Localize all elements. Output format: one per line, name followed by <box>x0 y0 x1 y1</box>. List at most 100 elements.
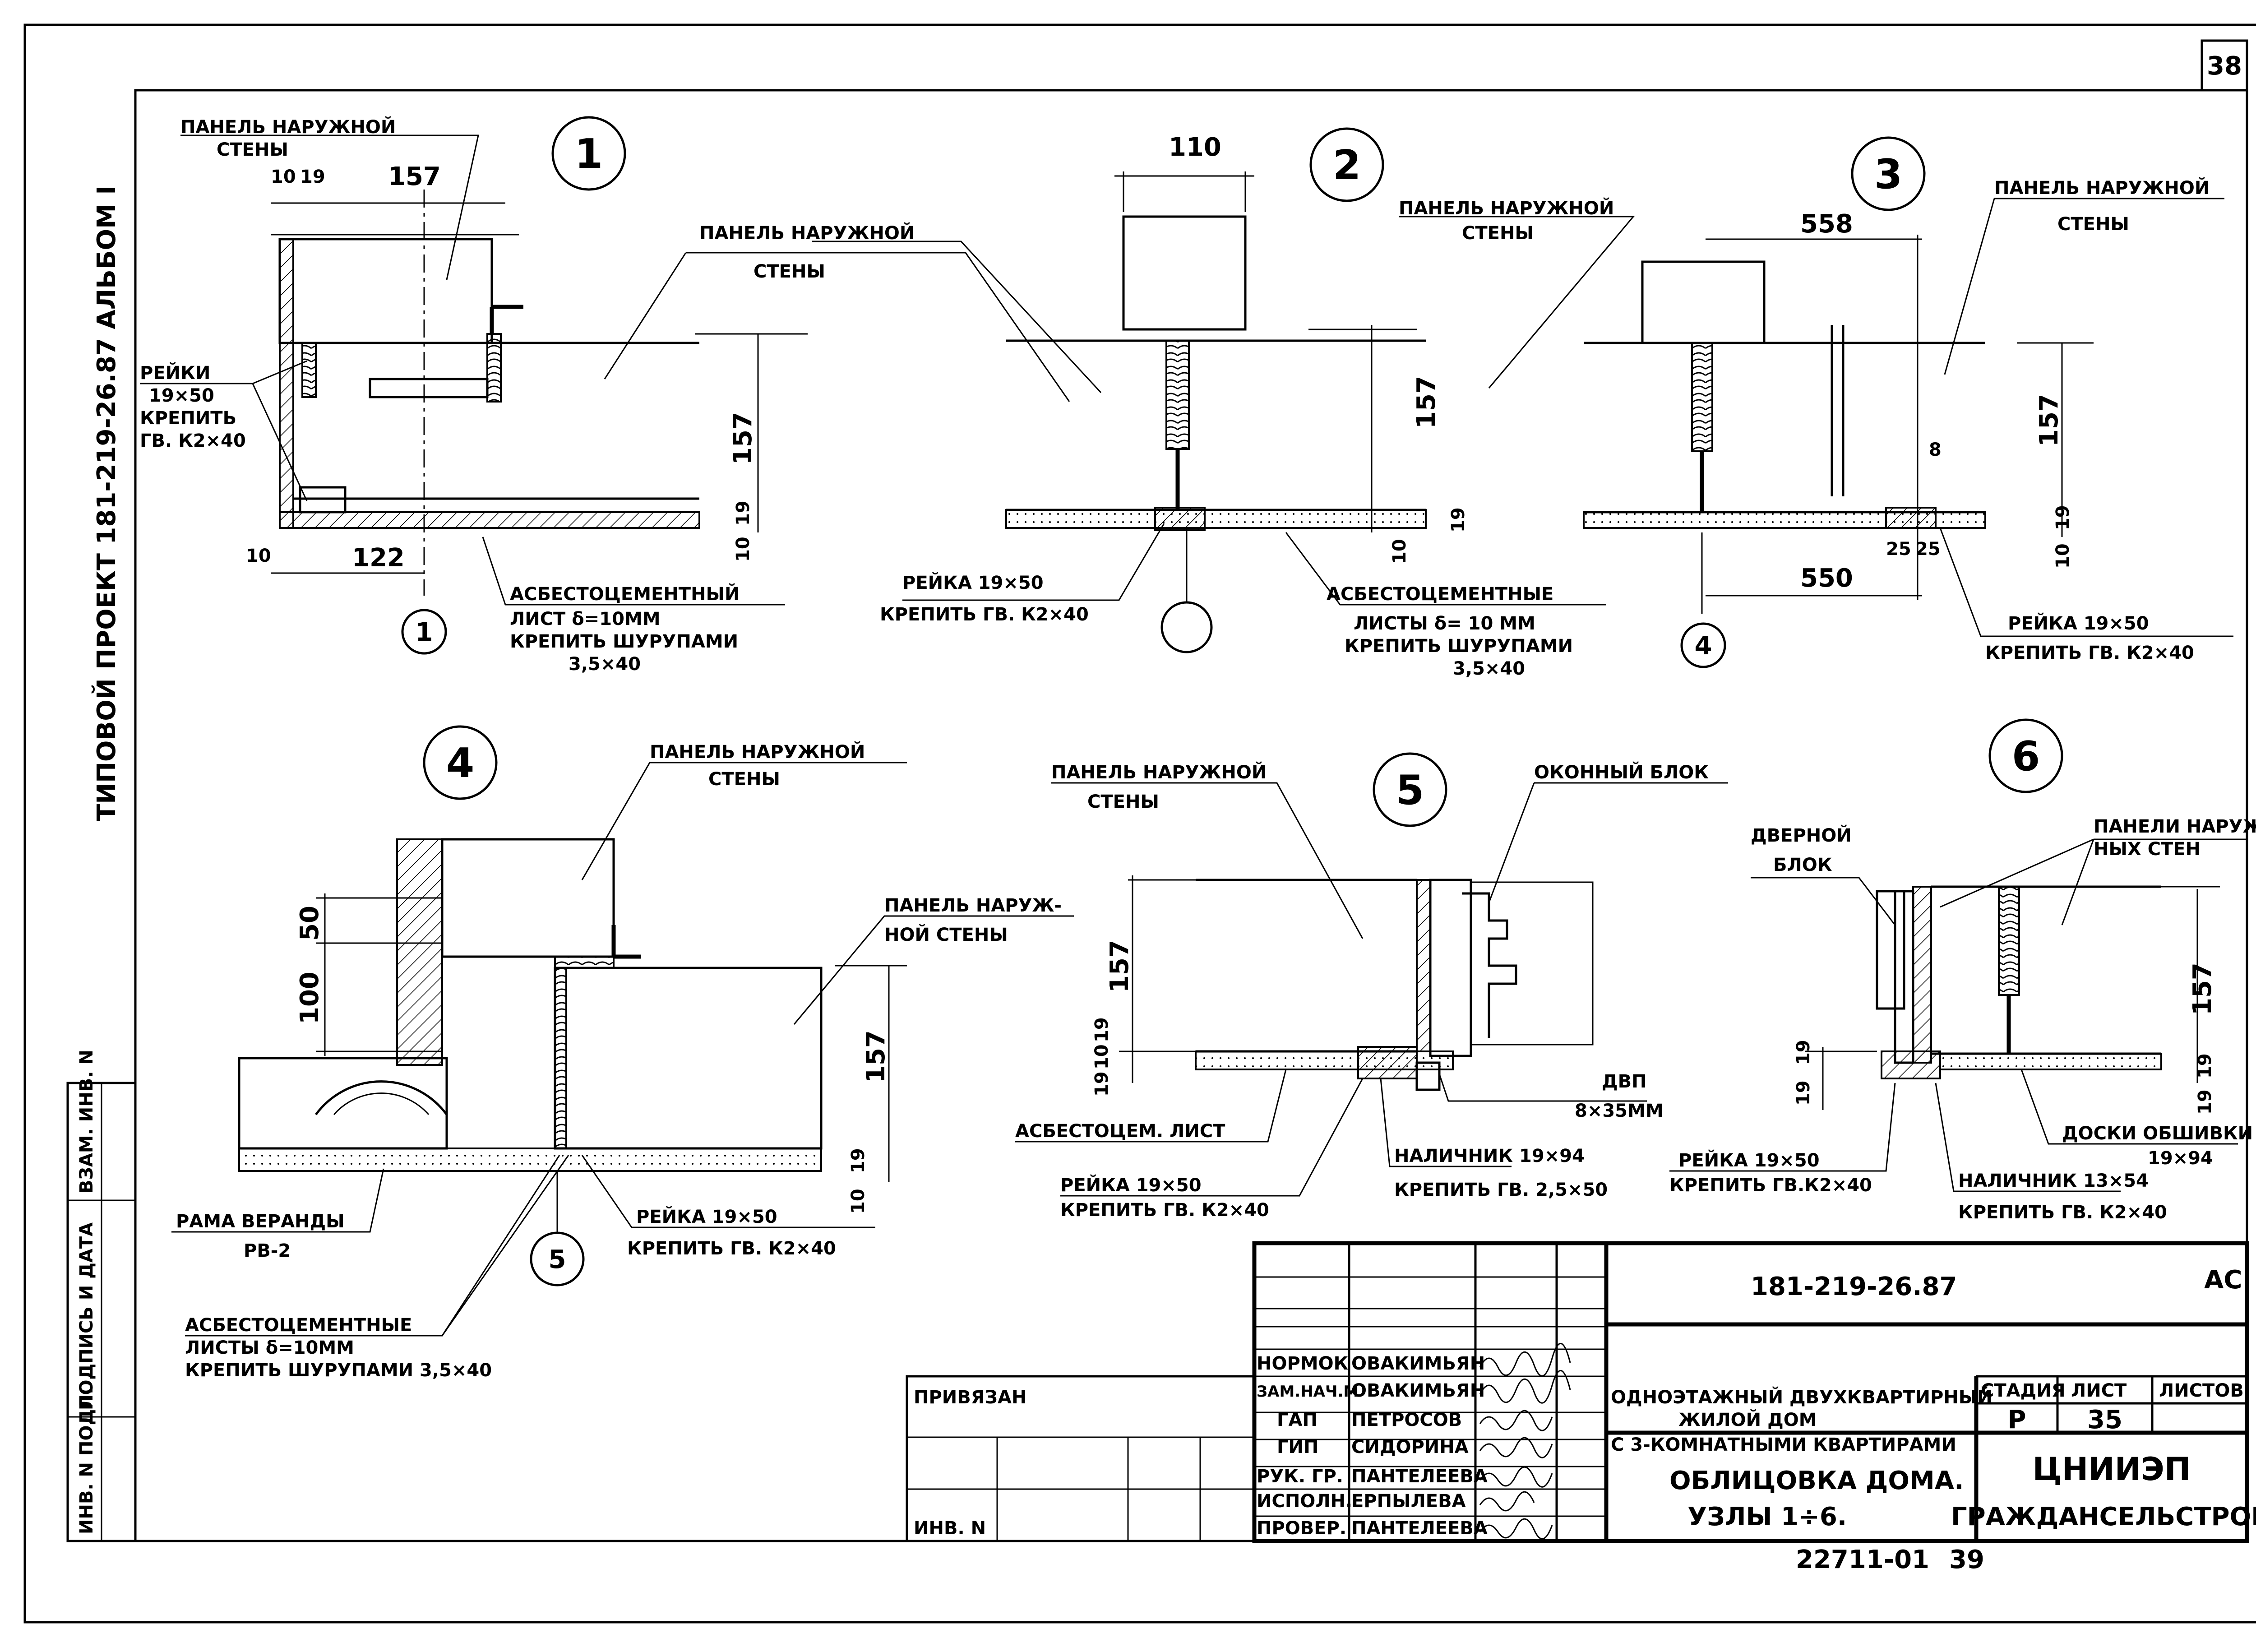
n4-label-panel-top-2: СТЕНЫ <box>708 769 780 790</box>
node-3: 3 558 157 8 10 19 25 25 550 4 ПАНЕЛЬ НАР… <box>1583 136 2233 668</box>
sheet-frame: 38 ИНВ. N ПОДЛ. ПОДПИСЬ И ДАТА ВЗАМ. ИНВ… <box>23 23 2256 1624</box>
node-4: 4 50 100 157 19 10 5 ПАНЕЛЬ НАРУЖНОЙ СТЕ… <box>171 725 1074 1381</box>
tb-stage: Р <box>2007 1405 2026 1435</box>
n3-label-panel-2: СТЕНЫ <box>2057 214 2129 235</box>
tb-sheet: 35 <box>2087 1405 2122 1435</box>
node-1: 1 10 19 157 157 19 10 10 122 1 <box>140 116 1070 675</box>
title-block: ПРИВЯЗАН ИНВ. N 181-219-26.87 АС НОРМОК … <box>906 1241 2256 1574</box>
n3-dim-550: 550 <box>1800 564 1853 593</box>
n6-label-batten-2: КРЕПИТЬ ГВ.К2×40 <box>1669 1175 1872 1196</box>
privyazan: ПРИВЯЗАН <box>914 1387 1026 1408</box>
n2-dim-19: 19 <box>1448 507 1469 532</box>
n6-label-panels-2: НЫХ СТЕН <box>2094 839 2201 860</box>
n2-dim-10: 10 <box>1389 539 1410 564</box>
n2-section-circle <box>1160 601 1213 653</box>
node-5: 5 157 19 10 19 ПАНЕЛЬ НАРУЖНОЙ СТЕНЫ ОКО… <box>1015 752 1728 1221</box>
sig-name-0: ОВАКИМЬЯН <box>1351 1353 1485 1374</box>
n3-label-panel-1: ПАНЕЛЬ НАРУЖНОЙ <box>1994 177 2210 199</box>
sig-role-2: ГАП <box>1277 1410 1318 1430</box>
n6-label-panels-1: ПАНЕЛИ НАРУЖ <box>2094 816 2256 837</box>
node-3-number: 3 <box>1874 151 1903 198</box>
tb-building-1: ОДНОЭТАЖНЫЙ ДВУХКВАРТИРНЫЙ <box>1611 1386 1992 1408</box>
n6-label-casing-2: КРЕПИТЬ ГВ. К2×40 <box>1958 1202 2167 1223</box>
n5-label-casing-2: КРЕПИТЬ ГВ. 2,5×50 <box>1394 1180 1608 1200</box>
tb-code-suffix: АС <box>2204 1265 2242 1295</box>
tb-stage-header: СТАДИЯ <box>1981 1380 2066 1401</box>
sig-name-5: ЕРПЫЛЕВА <box>1351 1491 1466 1512</box>
node-6-number: 6 <box>2012 733 2040 780</box>
n1-label-sheet-1: АСБЕСТОЦЕМЕНТНЫЙ <box>510 583 740 605</box>
n5-label-batten-2: КРЕПИТЬ ГВ. К2×40 <box>1060 1200 1269 1221</box>
n2-label-batten-2: КРЕПИТЬ ГВ. К2×40 <box>880 604 1089 625</box>
n4-label-frame-1: РАМА ВЕРАНДЫ <box>176 1211 345 1232</box>
n3-label-batten-2: КРЕПИТЬ ГВ. К2×40 <box>1985 643 2194 663</box>
node-6: 6 157 19 19 19 19 ДВЕРНОЙ БЛОК ПАНЕЛИ НА… <box>1669 718 2256 1223</box>
n5-label-dvp-1: ДВП <box>1602 1071 1647 1092</box>
n6-label-door-2: БЛОК <box>1773 855 1832 875</box>
n2-dim-110: 110 <box>1169 133 1221 162</box>
node-5-circle <box>1373 752 1447 827</box>
n1-label-panel-top-1: ПАНЕЛЬ НАРУЖНОЙ <box>180 116 396 138</box>
n1-dim-19: 19 <box>300 167 325 187</box>
n2-label-sheets-3: КРЕПИТЬ ШУРУПАМИ <box>1345 636 1573 657</box>
node-4-number: 4 <box>446 740 475 787</box>
n4-dim-19: 19 <box>848 1148 869 1173</box>
n2-label-panel-1: ПАНЕЛЬ НАРУЖНОЙ <box>1399 197 1614 219</box>
tb-archive: 22711-01 <box>1796 1545 1929 1574</box>
signature-scribbles <box>1479 1342 1571 1540</box>
n5-dim-19a: 19 <box>1091 1071 1112 1097</box>
node-2: 2 110 157 10 19 ПАНЕЛЬ НАРУЖНОЙ ПАНЕЛЬ Н… <box>812 127 1635 679</box>
n6-dim-19d: 19 <box>1793 1040 1814 1065</box>
inv-no: ИНВ. N <box>914 1518 986 1539</box>
tb-sheet-header: ЛИСТ <box>2071 1380 2127 1401</box>
n4-label-sheets-3: КРЕПИТЬ ШУРУПАМИ 3,5×40 <box>185 1360 492 1381</box>
n3-section-circle <box>1680 622 1726 668</box>
n4-label-batten-2: КРЕПИТЬ ГВ. К2×40 <box>627 1238 836 1259</box>
n4-dim-157: 157 <box>861 1030 891 1083</box>
sig-role-3: ГИП <box>1277 1437 1318 1458</box>
n6-dim-19a: 19 <box>2195 1053 2215 1078</box>
n6-label-casing-1: НАЛИЧНИК 13×54 <box>1958 1171 2149 1191</box>
n3-dim-19: 19 <box>2053 505 2073 530</box>
n4-label-panel-right-1: ПАНЕЛЬ НАРУЖ- <box>884 895 1062 916</box>
n1-label-sheet-2: ЛИСТ δ=10ММ <box>510 609 661 629</box>
n6-dim-19b: 19 <box>2195 1089 2215 1115</box>
n4-label-batten-1: РЕЙКА 19×50 <box>636 1206 777 1227</box>
tb-building-3: С 3-КОМНАТНЫМИ КВАРТИРАМИ <box>1611 1435 1956 1455</box>
tb-code: 181-219-26.87 <box>1751 1272 1957 1301</box>
n3-dim-558: 558 <box>1800 209 1853 239</box>
node-5-number: 5 <box>1396 767 1424 814</box>
node-3-circle <box>1851 136 1926 211</box>
n6-label-door-1: ДВЕРНОЙ <box>1751 824 1852 846</box>
sig-name-6: ПАНТЕЛЕЕВА <box>1351 1518 1488 1539</box>
node-1-circle <box>551 116 626 191</box>
tb-org-1: ЦНИИЭП <box>2033 1451 2191 1488</box>
stamp-inv-original: ИНВ. N ПОДЛ. <box>76 1388 97 1535</box>
n4-label-sheets-1: АСБЕСТОЦЕМЕНТНЫЕ <box>185 1315 412 1336</box>
n2-label-panel-2: СТЕНЫ <box>1462 223 1534 244</box>
stamp-signature-date: ПОДПИСЬ И ДАТА <box>76 1222 97 1410</box>
n3-dim-157: 157 <box>2034 394 2064 447</box>
n4-label-panel-right-2: НОЙ СТЕНЫ <box>884 924 1008 945</box>
n1-label-panel-top-2: СТЕНЫ <box>217 139 288 160</box>
n3-section-mark: 4 <box>1695 631 1712 661</box>
sig-role-5: ИСПОЛН. <box>1257 1491 1352 1512</box>
n6-dim-157: 157 <box>2188 963 2217 1015</box>
tb-sheet-title-2: УЗЛЫ 1÷6. <box>1687 1502 1847 1532</box>
n5-dim-10: 10 <box>1091 1044 1112 1069</box>
n1-label-battens-2: 19×50 <box>149 385 214 406</box>
n5-label-batten-1: РЕЙКА 19×50 <box>1060 1174 1202 1196</box>
sig-role-4: РУК. ГР. <box>1257 1466 1343 1487</box>
n5-label-panel-2: СТЕНЫ <box>1087 791 1159 812</box>
sig-name-3: СИДОРИНА <box>1351 1437 1469 1458</box>
n4-dim-10: 10 <box>848 1189 869 1214</box>
sig-name-1: ОВАКИМЬЯН <box>1351 1380 1485 1401</box>
n2-dim-157: 157 <box>1412 376 1441 429</box>
n1-dim-122: 122 <box>352 543 405 573</box>
n5-label-dvp-2: 8×35ММ <box>1575 1101 1664 1121</box>
node-6-circle <box>1988 718 2063 793</box>
n1-label-sheet-3: КРЕПИТЬ ШУРУПАМИ <box>510 631 738 652</box>
node-2-number: 2 <box>1333 142 1361 189</box>
n1-dim-10-bottom: 10 <box>246 546 271 566</box>
tb-org-2: ГРАЖДАНСЕЛЬСТРОЙ <box>1951 1502 2256 1532</box>
